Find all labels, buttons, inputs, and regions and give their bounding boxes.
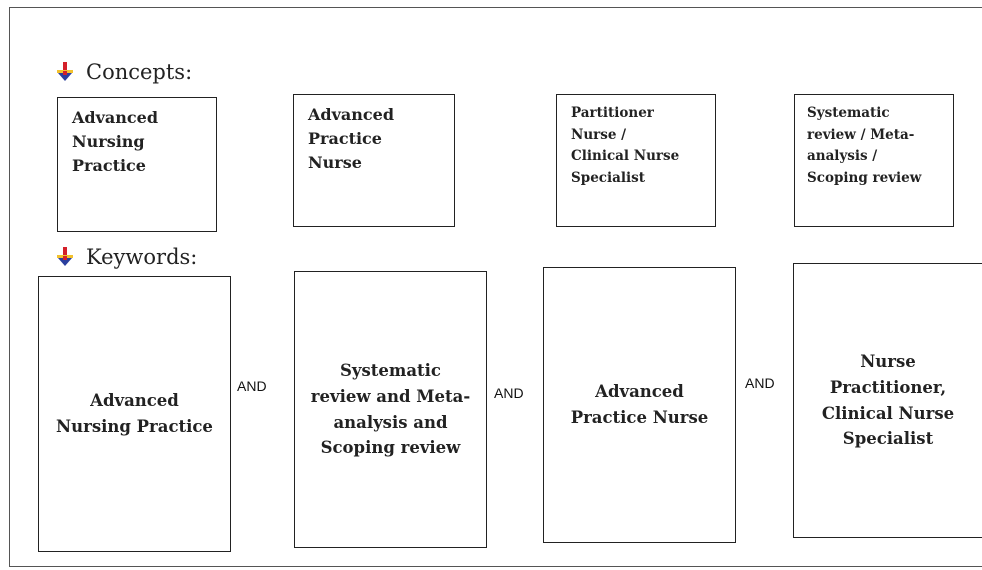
and-operator: AND (745, 375, 775, 391)
down-arrow-bullet-icon (57, 62, 73, 81)
and-operator: AND (494, 385, 524, 401)
keyword-label: Advanced Nursing Practice (56, 391, 213, 436)
concept-label: Advanced Practice Nurse (308, 105, 395, 172)
keyword-label: Nurse Practitioner, Clinical Nurse Speci… (821, 352, 955, 449)
concept-box: Advanced Practice Nurse (293, 94, 455, 227)
concepts-heading: Concepts: (56, 60, 192, 84)
concept-box: Advanced Nursing Practice (57, 97, 217, 232)
concept-label: Systematic review / Meta- analysis / Sco… (807, 105, 922, 186)
keywords-heading: Keywords: (56, 245, 197, 269)
concept-box: Systematic review / Meta- analysis / Sco… (794, 94, 954, 227)
keywords-heading-label: Keywords: (86, 245, 198, 269)
keyword-box: Systematic review and Meta- analysis and… (294, 271, 487, 548)
keyword-label: Advanced Practice Nurse (570, 382, 709, 427)
down-arrow-bullet-icon (57, 247, 73, 266)
concept-box: Partitioner Nurse / Clinical Nurse Speci… (556, 94, 716, 227)
keyword-label: Systematic review and Meta- analysis and… (310, 361, 471, 458)
and-operator: AND (237, 378, 267, 394)
keyword-box: Advanced Practice Nurse (543, 267, 736, 543)
concept-label: Partitioner Nurse / Clinical Nurse Speci… (571, 105, 680, 186)
diagram-frame (9, 7, 982, 567)
keyword-box: Nurse Practitioner, Clinical Nurse Speci… (793, 263, 982, 538)
concepts-heading-label: Concepts: (86, 60, 193, 84)
keyword-box: Advanced Nursing Practice (38, 276, 231, 552)
concept-label: Advanced Nursing Practice (72, 108, 159, 175)
